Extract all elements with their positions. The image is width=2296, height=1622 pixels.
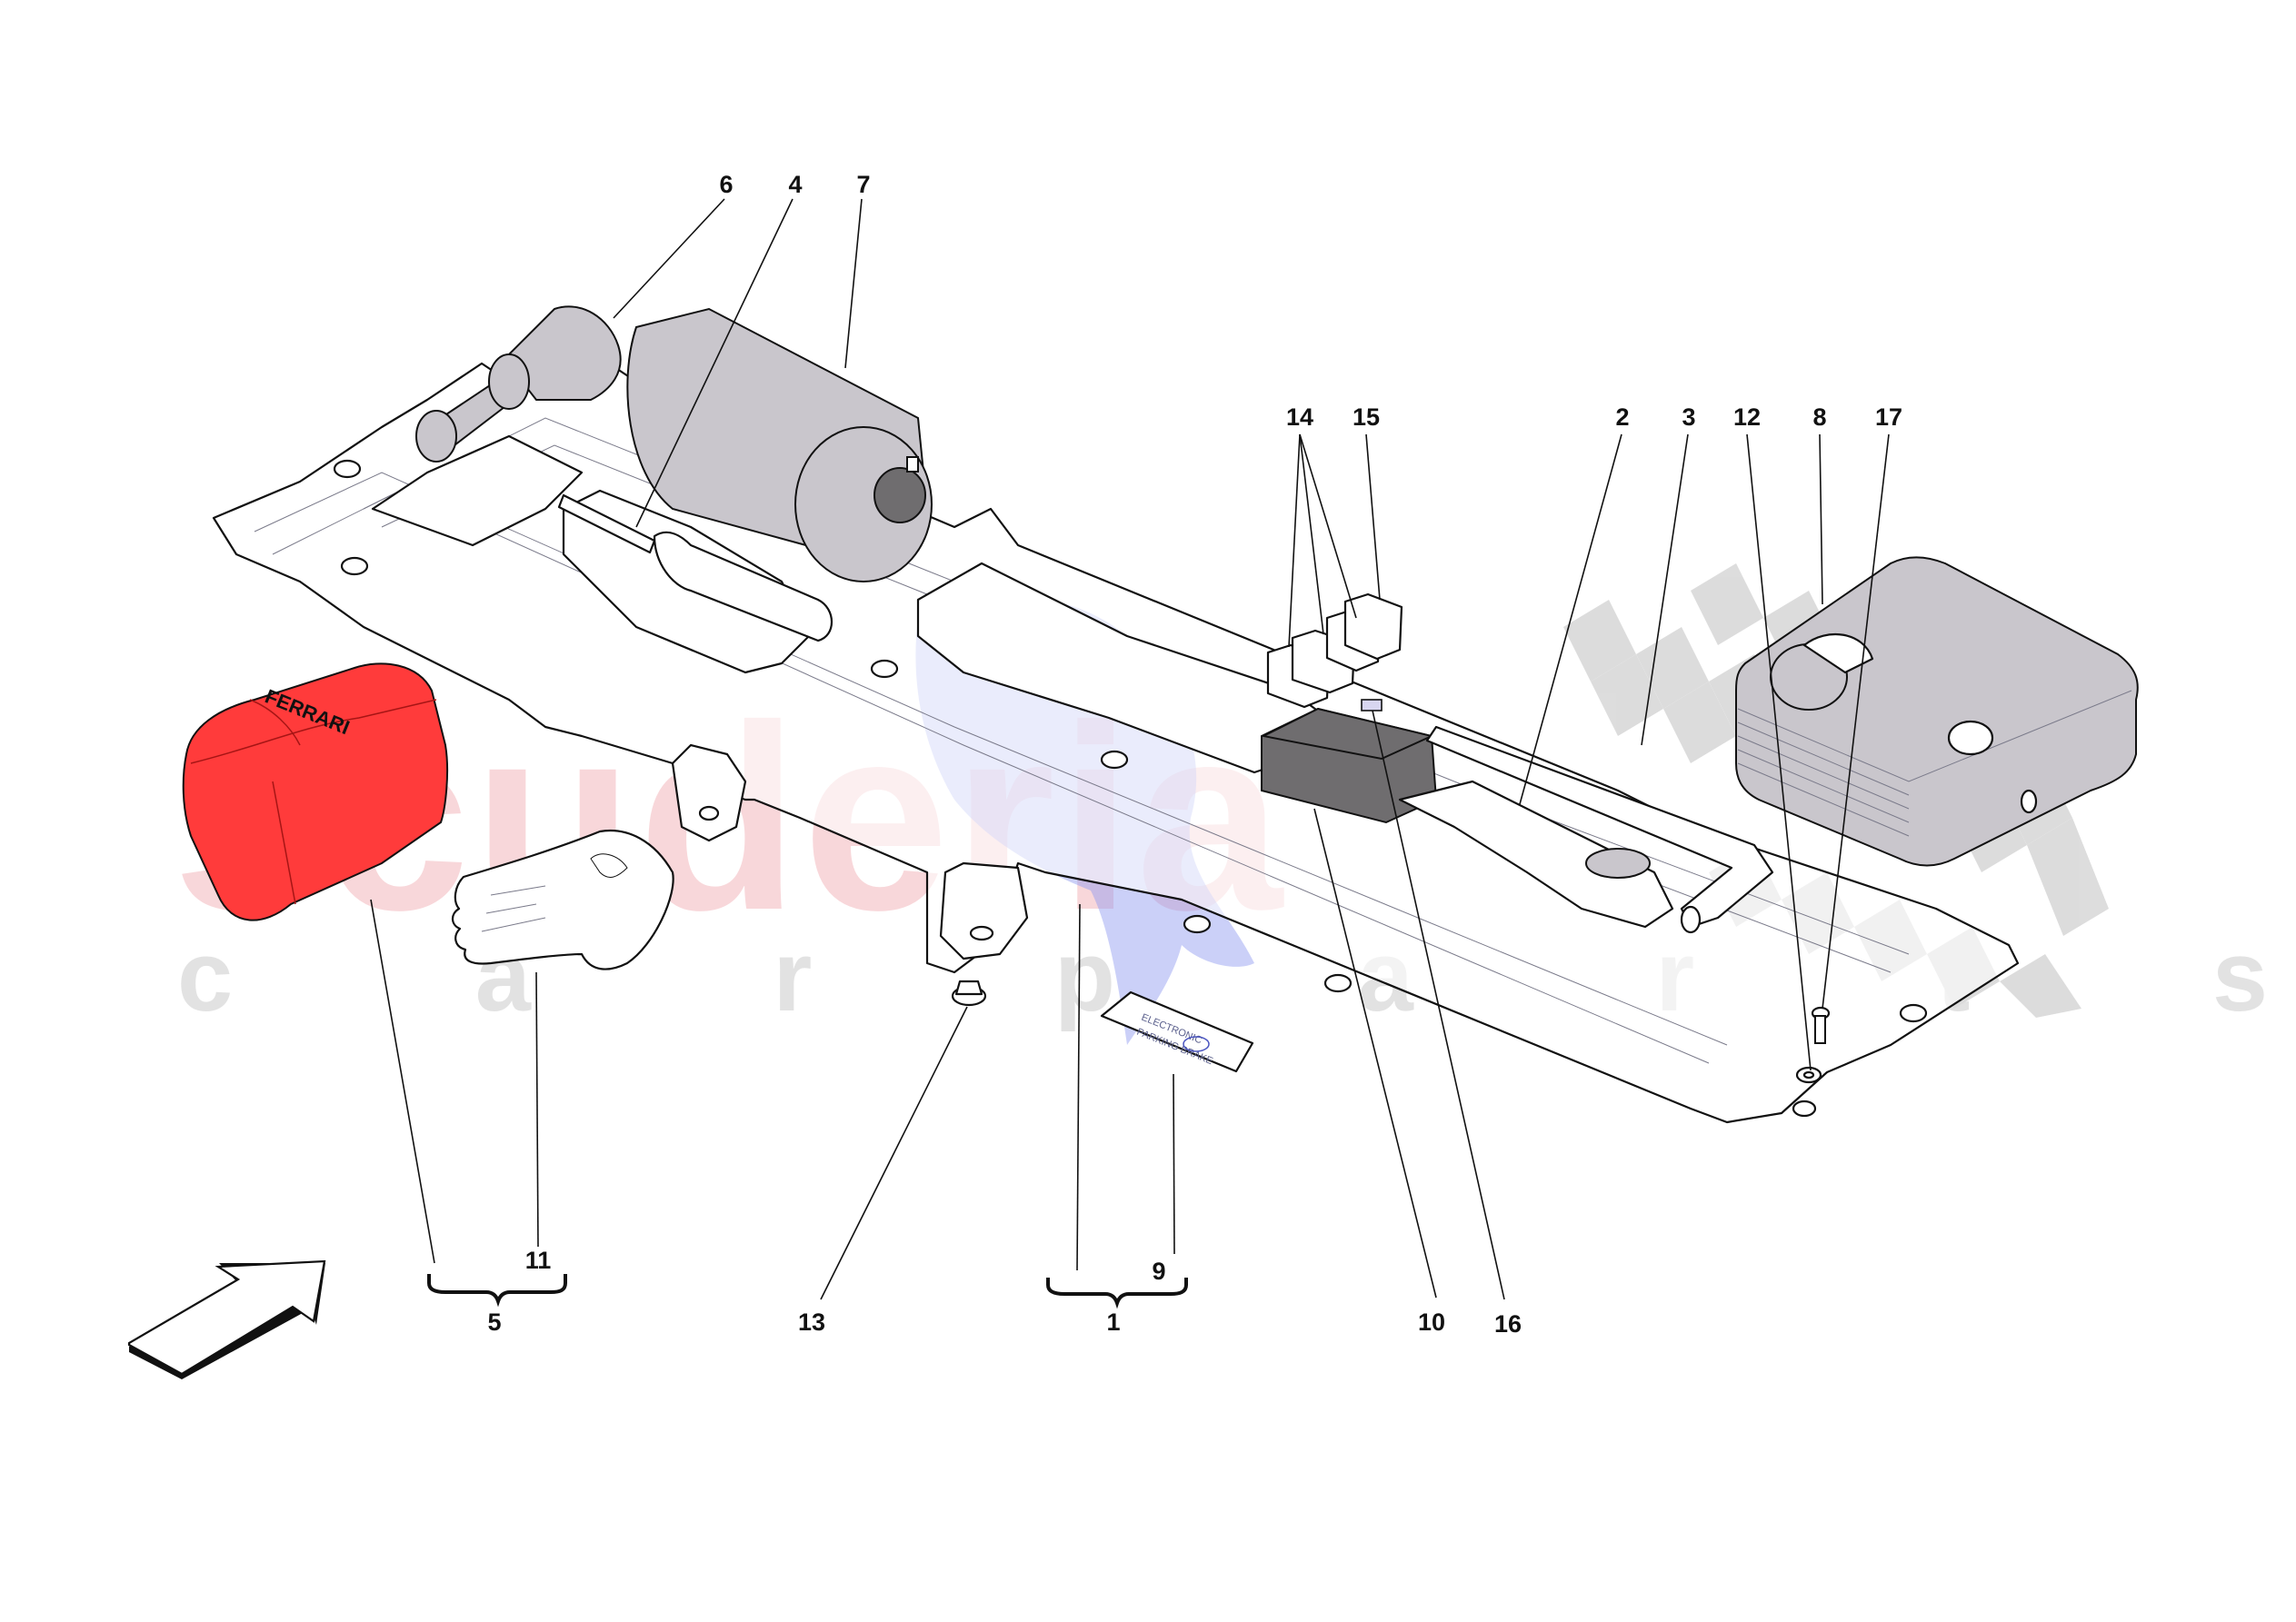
direction-arrow-icon xyxy=(127,1259,326,1379)
cylinder-part-7 xyxy=(626,307,933,582)
gloves-part-11 xyxy=(451,830,674,970)
leader-lines xyxy=(370,198,1890,1300)
sticker-part-9: ELECTRONIC PARKING BRAKE xyxy=(1100,990,1254,1073)
bar-part-3 xyxy=(1425,725,1774,934)
fuses-part-14 xyxy=(1266,609,1382,709)
callout-8[interactable]: 8 xyxy=(1812,403,1826,431)
callout-6[interactable]: 6 xyxy=(719,171,733,198)
callout-1[interactable]: 1 xyxy=(1106,1309,1120,1336)
nut-part-13 xyxy=(951,980,987,1007)
callout-15[interactable]: 15 xyxy=(1353,403,1380,431)
red-case-part-5: FERRARI xyxy=(182,662,449,921)
fuse-puller-part-16 xyxy=(1361,699,1383,711)
callout-4[interactable]: 4 xyxy=(788,171,802,198)
fuse-box-part-10 xyxy=(1260,707,1438,824)
fuse-part-15 xyxy=(1343,592,1403,661)
callout-10[interactable]: 10 xyxy=(1418,1309,1445,1336)
callout-13[interactable]: 13 xyxy=(798,1309,825,1336)
callout-labels: 6 4 7 14 15 2 3 12 8 17 11 5 13 9 1 10 1… xyxy=(487,171,1902,1338)
callout-12[interactable]: 12 xyxy=(1733,403,1761,431)
screw-part-17 xyxy=(1811,1006,1831,1044)
callout-3[interactable]: 3 xyxy=(1682,403,1695,431)
callout-5[interactable]: 5 xyxy=(487,1309,501,1336)
screwdriver-part-4 xyxy=(557,493,833,642)
callout-14[interactable]: 14 xyxy=(1286,403,1313,431)
callout-2[interactable]: 2 xyxy=(1615,403,1629,431)
wrench-part-2 xyxy=(1398,780,1674,929)
group-bracket-1 xyxy=(1046,1278,1188,1309)
callout-9[interactable]: 9 xyxy=(1152,1258,1165,1285)
washer-part-12 xyxy=(1795,1066,1822,1084)
group-bracket-5 xyxy=(427,1274,567,1308)
compressor-part-8 xyxy=(1735,556,2139,867)
callout-7[interactable]: 7 xyxy=(856,171,870,198)
socket-adapter-part-6 xyxy=(415,305,622,463)
callout-17[interactable]: 17 xyxy=(1875,403,1902,431)
callout-16[interactable]: 16 xyxy=(1494,1310,1522,1338)
callout-11[interactable]: 11 xyxy=(525,1247,552,1274)
